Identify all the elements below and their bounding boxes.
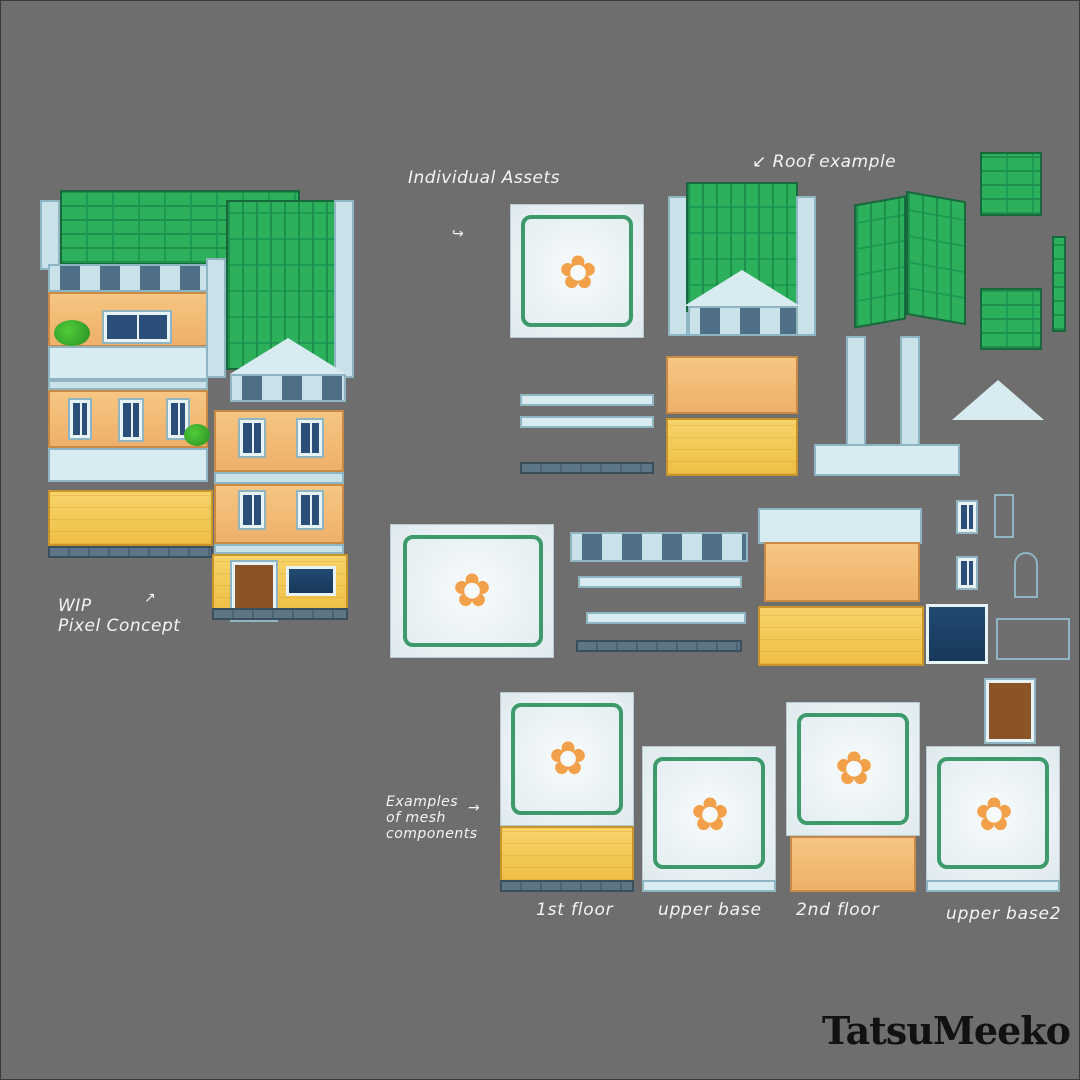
flower-icon: ✿ (452, 563, 492, 617)
roof-panel-left (854, 195, 906, 329)
wall-tile: ✿ (390, 524, 554, 658)
pillar (900, 336, 920, 448)
window (240, 420, 264, 456)
mesh-second-floor-base (790, 836, 916, 892)
door (986, 680, 1034, 742)
pillar (206, 258, 226, 378)
yellow-wall-segment (666, 418, 798, 476)
window (168, 400, 188, 438)
ledge (578, 576, 742, 588)
caption-upper-base: upper base (658, 900, 762, 920)
ledge (586, 612, 746, 624)
foundation-strip (500, 880, 634, 892)
arrow-icon: ↗ (144, 590, 157, 606)
foundation (48, 546, 213, 558)
yellow-wall-segment (758, 606, 924, 666)
attic-arches (688, 306, 798, 336)
first-floor-wall (214, 484, 344, 544)
peach-wall-segment (666, 356, 798, 414)
note-wip: WIP Pixel Concept (58, 596, 181, 636)
mesh-upper-base2-tile: ✿ (926, 746, 1060, 882)
ledge (642, 880, 776, 892)
arrow-icon: ↙ (752, 152, 773, 172)
arrow-icon: → (468, 800, 481, 816)
plant-icon (184, 424, 210, 446)
pillar (668, 196, 688, 336)
flower-icon: ✿ (834, 741, 874, 795)
caption-first-floor: 1st floor (536, 900, 614, 920)
mesh-first-floor-base (500, 826, 634, 882)
pediment (952, 380, 1044, 420)
brand-logo: TatsuMeeko (822, 1008, 1071, 1053)
flower-icon: ✿ (974, 787, 1014, 841)
wall-tile: ✿ (510, 204, 644, 338)
arrow-icon: ↪ (452, 226, 465, 242)
flower-icon: ✿ (548, 731, 588, 785)
roof-panel-right (906, 190, 966, 326)
pillar (846, 336, 866, 448)
attic-arches (570, 532, 748, 562)
ledge (48, 380, 208, 390)
roof-tile (980, 152, 1042, 216)
attic-arches (48, 264, 213, 292)
ledge (520, 416, 654, 428)
balcony-rail (48, 346, 208, 380)
arched-window-frame (1014, 552, 1038, 598)
window (120, 400, 142, 440)
mesh-second-floor-tile: ✿ (786, 702, 920, 836)
attic-arches (230, 374, 346, 402)
window (240, 492, 264, 528)
balcony-rail (814, 444, 960, 476)
flower-icon: ✿ (690, 787, 730, 841)
note-roof-text: Roof example (772, 152, 897, 172)
mesh-first-floor-tile: ✿ (500, 692, 634, 826)
foundation-strip (576, 640, 742, 652)
ledge (520, 394, 654, 406)
ledge (214, 472, 344, 484)
pediment (230, 338, 346, 374)
pillar (796, 196, 816, 336)
note-roof-example: ↙ Roof example (752, 152, 896, 172)
caption-second-floor: 2nd floor (796, 900, 880, 920)
window (104, 312, 170, 342)
shop-window (286, 566, 336, 596)
balcony-rail (758, 508, 922, 544)
plant-icon (54, 320, 90, 346)
roof-strip (1052, 236, 1066, 332)
window (958, 502, 976, 532)
window (70, 400, 90, 438)
balcony-rail (48, 448, 208, 482)
roof-pillar (40, 200, 60, 270)
pediment (684, 270, 800, 306)
window (958, 558, 976, 588)
ground-floor-wall (48, 490, 213, 546)
ledge (214, 544, 344, 554)
peach-wall-segment (764, 542, 920, 602)
window-frame (994, 494, 1014, 538)
caption-upper-base2: upper base2 (946, 904, 1062, 924)
roof-tile (980, 288, 1042, 350)
note-individual-assets: Individual Assets (408, 168, 561, 188)
shop-frame (996, 618, 1070, 660)
ledge (926, 880, 1060, 892)
second-floor-wall (214, 410, 344, 472)
window (298, 492, 322, 528)
shop-window (926, 604, 988, 664)
mesh-upper-base-tile: ✿ (642, 746, 776, 882)
foundation (212, 608, 348, 620)
foundation-strip (520, 462, 654, 474)
window (298, 420, 322, 456)
flower-icon: ✿ (558, 245, 598, 299)
note-examples: Examples of mesh components (386, 794, 478, 842)
